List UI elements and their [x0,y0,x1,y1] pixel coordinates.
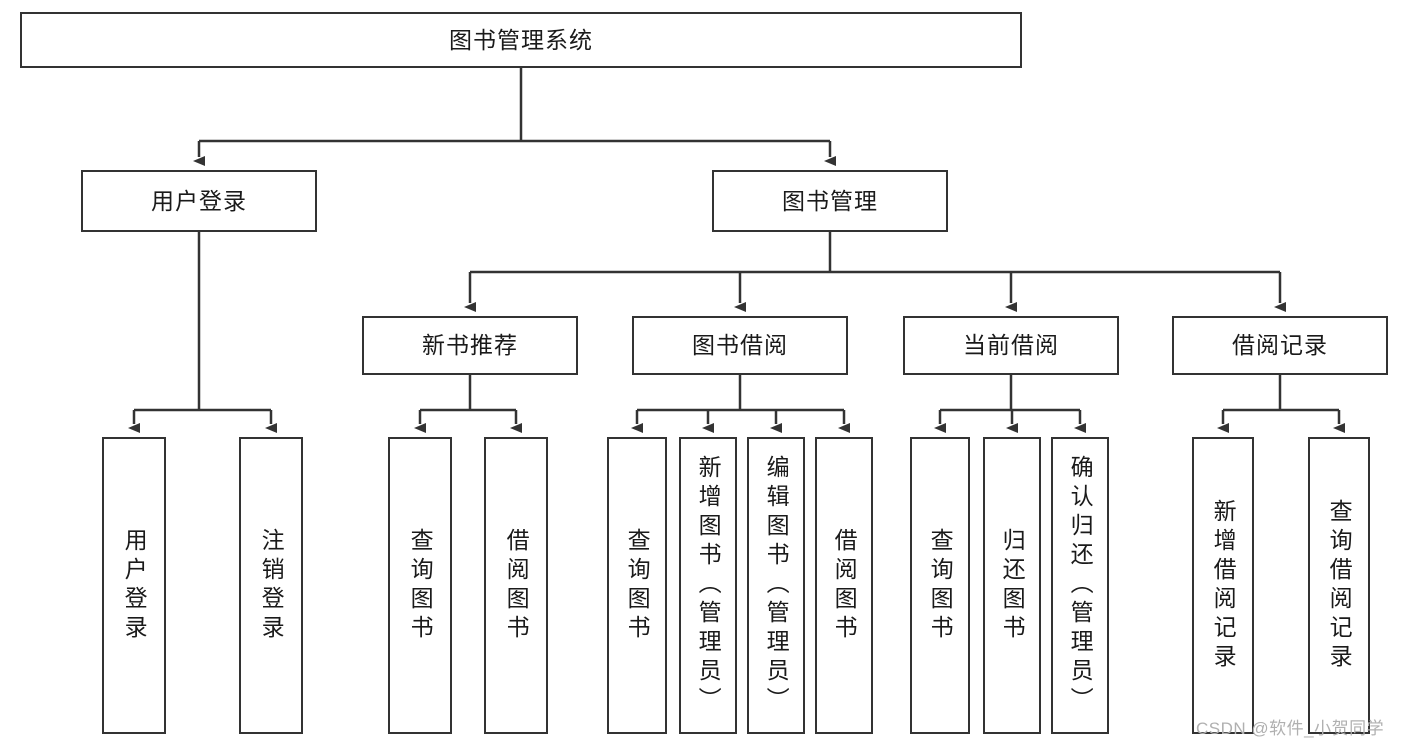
node-l4_3[interactable]: 借阅图书 [484,437,548,734]
node-l4_0[interactable]: 用户登录 [102,437,166,734]
node-label: 查询图书 [927,527,954,644]
edge-group [128,68,1345,433]
node-l4_11[interactable]: 新增借阅记录 [1192,437,1254,734]
node-label: 注销登录 [258,527,285,644]
node-label: 图书管理系统 [449,26,593,53]
node-l3_1[interactable]: 图书借阅 [632,316,848,375]
node-l4_9[interactable]: 归还图书 [983,437,1041,734]
node-label: 确认归还（管理员） [1067,455,1094,716]
node-label: 新增图书（管理员） [695,455,722,716]
node-l2_1[interactable]: 图书管理 [712,170,948,232]
node-l4_5[interactable]: 新增图书（管理员） [679,437,737,734]
node-label: 查询图书 [624,527,651,644]
node-label: 编辑图书（管理员） [763,455,790,716]
node-label: 借阅图书 [503,527,530,644]
node-label: 图书管理 [782,187,878,214]
node-l4_4[interactable]: 查询图书 [607,437,667,734]
node-l4_2[interactable]: 查询图书 [388,437,452,734]
node-l4_8[interactable]: 查询图书 [910,437,970,734]
node-l3_3[interactable]: 借阅记录 [1172,316,1388,375]
node-l4_10[interactable]: 确认归还（管理员） [1051,437,1109,734]
csdn-watermark: CSDN @软件_小贺同学 [1196,719,1385,738]
node-label: 当前借阅 [963,332,1059,359]
node-label: 借阅记录 [1232,332,1328,359]
node-label: 借阅图书 [831,527,858,644]
node-label: 归还图书 [999,527,1026,644]
node-l4_1[interactable]: 注销登录 [239,437,303,734]
node-l4_6[interactable]: 编辑图书（管理员） [747,437,805,734]
node-l3_0[interactable]: 新书推荐 [362,316,578,375]
node-label: 查询借阅记录 [1326,498,1353,673]
node-label: 查询图书 [407,527,434,644]
node-root[interactable]: 图书管理系统 [20,12,1022,68]
node-label: 用户登录 [121,527,148,644]
node-label: 用户登录 [151,187,247,214]
node-l4_7[interactable]: 借阅图书 [815,437,873,734]
node-label: 新书推荐 [422,332,518,359]
node-label: 新增借阅记录 [1210,498,1237,673]
node-l4_12[interactable]: 查询借阅记录 [1308,437,1370,734]
node-label: 图书借阅 [692,332,788,359]
node-l3_2[interactable]: 当前借阅 [903,316,1119,375]
node-l2_0[interactable]: 用户登录 [81,170,317,232]
